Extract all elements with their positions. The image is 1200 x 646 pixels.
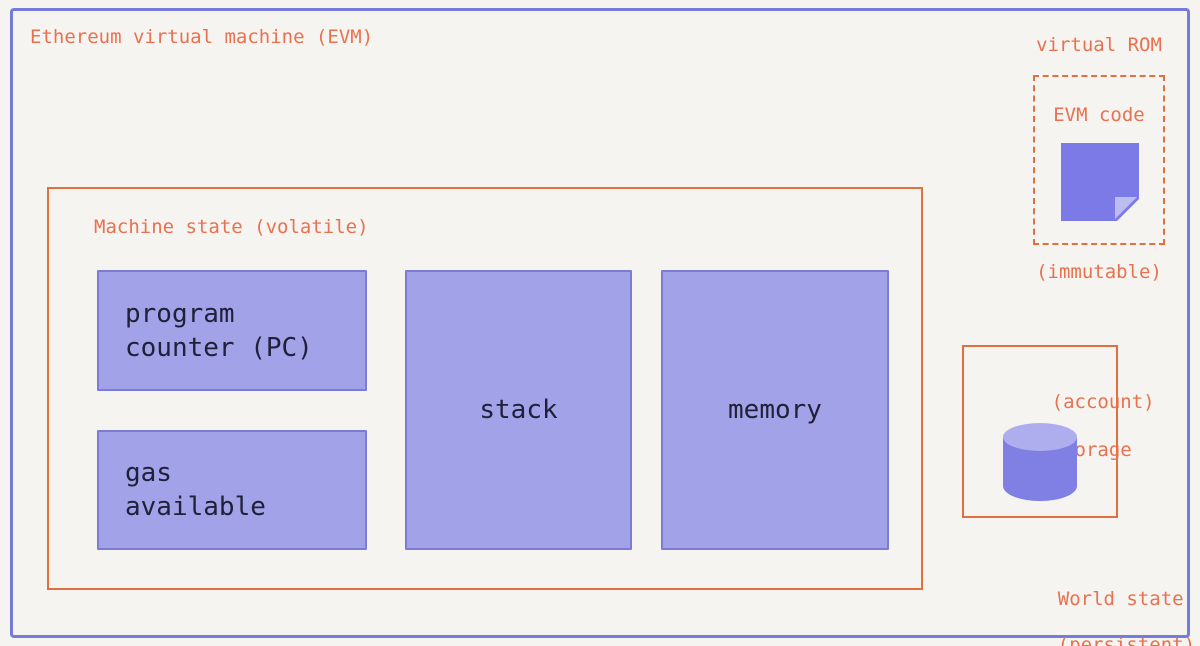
gas-available-label-line1: gas [125, 458, 172, 488]
virtual-rom-title: virtual ROM [1036, 34, 1162, 56]
database-icon [1003, 423, 1077, 501]
world-state-caption: World state (persistent) [1012, 565, 1195, 646]
program-counter-label-line2: counter (PC) [125, 332, 313, 363]
immutable-caption: (immutable) [1036, 261, 1162, 283]
program-counter-node: program counter (PC) [97, 270, 367, 391]
gas-available-label-line2: available [125, 492, 266, 522]
world-state-caption-line1: World state [1057, 588, 1184, 610]
stack-node: stack [405, 270, 632, 550]
evm-frame [10, 8, 1190, 638]
memory-label: memory [728, 395, 822, 425]
memory-node: memory [661, 270, 889, 550]
machine-state-title: Machine state (volatile) [94, 216, 369, 238]
machine-state-box: Machine state (volatile) program counter… [47, 187, 923, 590]
account-storage-label-line1: (account) [1051, 391, 1155, 413]
evm-title: Ethereum virtual machine (EVM) [30, 26, 374, 48]
evm-code-label: EVM code [1053, 104, 1145, 126]
document-fold-corner [1115, 197, 1137, 219]
program-counter-label-line1: program [125, 298, 235, 329]
stack-label: stack [479, 395, 558, 425]
world-state-caption-line2: (persistent) [1057, 634, 1196, 646]
virtual-rom-box: EVM code [1033, 75, 1165, 245]
gas-available-node: gas available [97, 430, 367, 550]
database-icon-top [1003, 423, 1077, 451]
account-storage-box: (account) storage [962, 345, 1155, 518]
document-icon [1061, 143, 1139, 221]
